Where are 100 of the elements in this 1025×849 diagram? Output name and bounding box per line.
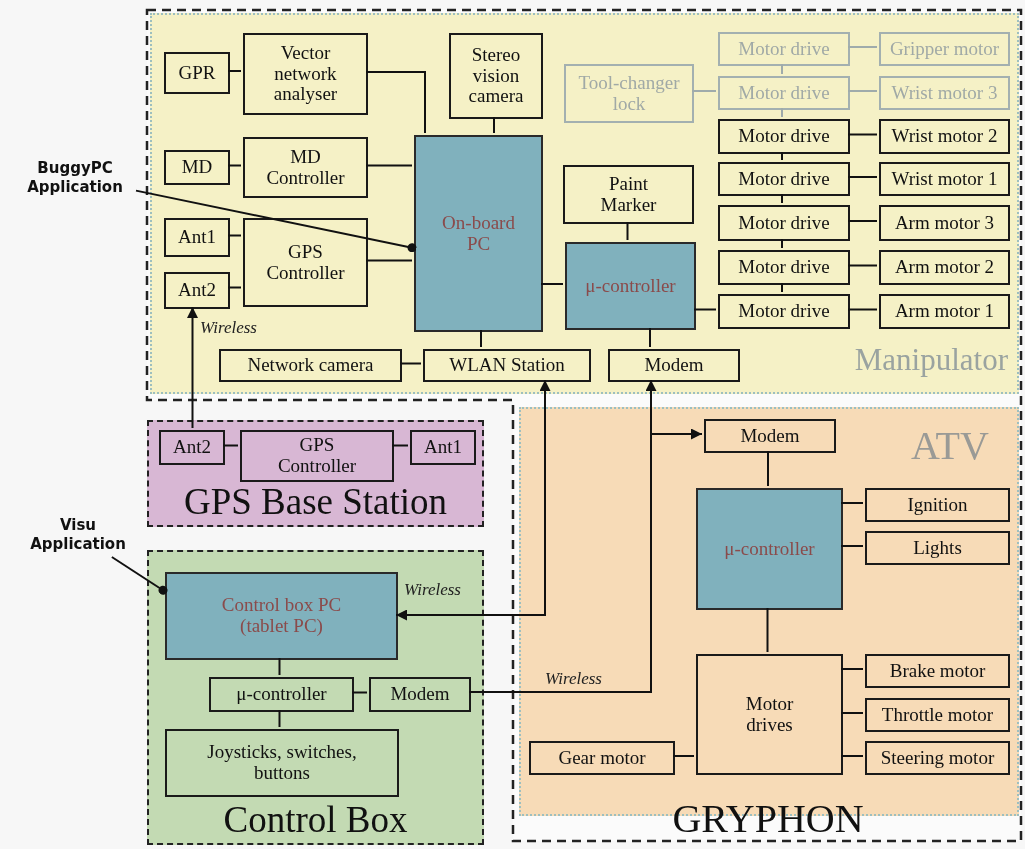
connector-line	[691, 90, 717, 92]
component-box: GPS Controller	[240, 430, 394, 482]
component-box: GPS Controller	[243, 218, 368, 307]
component-box: Modem	[704, 419, 836, 453]
connector-line	[847, 308, 878, 311]
component-box: Wrist motor 2	[879, 119, 1010, 154]
inactive-component-box: Motor drive	[718, 32, 850, 66]
component-box: Wrist motor 1	[879, 162, 1010, 196]
inactive-component-box: Wrist motor 3	[879, 76, 1010, 110]
component-box: Ant2	[164, 272, 230, 309]
component-box: MD Controller	[243, 137, 368, 198]
connector-line	[227, 234, 242, 237]
connector-line	[278, 657, 281, 676]
component-box: Motor drive	[718, 119, 850, 154]
component-box: Stereo vision camera	[449, 33, 543, 119]
connector-line	[840, 712, 864, 714]
connector-line	[626, 221, 629, 241]
callout-text: BuggyPC Application	[14, 156, 136, 200]
inactive-component-box: Motor drive	[718, 76, 850, 110]
connector-line	[649, 327, 651, 348]
leader-line	[135, 189, 417, 253]
connector-line	[781, 282, 783, 293]
inactive-component-box: Gripper motor	[879, 32, 1010, 66]
component-box: Ant2	[159, 430, 225, 465]
component-box: GPR	[164, 52, 230, 94]
region-title: Manipulator	[853, 341, 1008, 379]
component-box: Modem	[369, 677, 471, 712]
connector-line	[781, 151, 783, 161]
connector-line	[493, 116, 495, 134]
connector-line	[365, 164, 413, 167]
connector-line	[227, 286, 242, 289]
controller-box: μ-controller	[696, 488, 843, 610]
connector-line	[278, 709, 281, 728]
connector-line	[840, 668, 864, 670]
component-box: MD	[164, 150, 230, 185]
connector-line	[672, 755, 695, 757]
region-panel	[147, 550, 484, 845]
connector-line	[227, 70, 242, 72]
connector-line	[227, 164, 242, 167]
connector-line	[847, 46, 878, 48]
controller-box: Control box PC (tablet PC)	[165, 572, 398, 660]
component-box: Arm motor 3	[879, 205, 1010, 241]
component-box: Paint Marker	[563, 165, 694, 224]
controller-box: μ-controller	[565, 242, 696, 330]
component-box: Steering motor	[865, 741, 1010, 775]
connector-line	[693, 308, 717, 311]
component-box: Brake motor	[865, 654, 1010, 688]
connector-line	[847, 264, 878, 267]
component-box: Motor drives	[696, 654, 843, 775]
connector-line	[480, 329, 482, 348]
component-box: Lights	[865, 531, 1010, 565]
region-title: Control Box	[222, 797, 409, 842]
edge-label: Wireless	[200, 318, 257, 338]
component-box: Motor drive	[718, 162, 850, 196]
connector-line	[222, 444, 239, 447]
connector-line	[840, 502, 864, 504]
connector-line	[840, 545, 864, 547]
component-box: WLAN Station	[423, 349, 591, 382]
component-box: μ-controller	[209, 677, 354, 712]
connector-line	[847, 220, 878, 222]
component-box: Modem	[608, 349, 740, 382]
component-box: Motor drive	[718, 205, 850, 241]
connector-line	[399, 362, 422, 365]
region-title: GPS Base Station	[182, 480, 449, 524]
region-panel	[150, 13, 1019, 394]
component-box: Motor drive	[718, 250, 850, 285]
component-box: Network camera	[219, 349, 402, 382]
connector-line	[781, 238, 783, 249]
connector-line	[365, 71, 426, 134]
leader-line	[110, 556, 168, 595]
connector-line	[840, 755, 864, 757]
component-box: Joysticks, switches, buttons	[165, 729, 399, 797]
controller-box: On-board PC	[414, 135, 543, 332]
connector-line	[847, 133, 878, 136]
region-title: ATV	[910, 421, 990, 470]
region-title: GRYPHON	[671, 794, 865, 843]
component-box: Gear motor	[529, 741, 675, 775]
edge-label: Wireless	[545, 669, 602, 689]
connector-line	[767, 450, 769, 487]
arrow	[187, 306, 198, 429]
connector-line	[847, 90, 878, 92]
connector-line	[365, 259, 413, 262]
connector-line	[351, 691, 368, 694]
component-box: Throttle motor	[865, 698, 1010, 732]
component-box: Ant1	[164, 218, 230, 257]
component-box: Ignition	[865, 488, 1010, 522]
connector-line	[781, 63, 783, 75]
connector-line	[766, 607, 769, 653]
callout-text: Visu Application	[20, 513, 136, 557]
component-box: Ant1	[410, 430, 476, 465]
region-panel	[147, 420, 484, 527]
connector-line	[847, 176, 878, 178]
connector-line	[540, 283, 564, 285]
component-box: Arm motor 2	[879, 250, 1010, 285]
component-box: Arm motor 1	[879, 294, 1010, 329]
connector-line	[781, 107, 783, 118]
edge-label: Wireless	[404, 580, 461, 600]
inactive-component-box: Tool-changer lock	[564, 64, 694, 123]
component-box: Vector network analyser	[243, 33, 368, 115]
connector-line	[391, 444, 409, 447]
